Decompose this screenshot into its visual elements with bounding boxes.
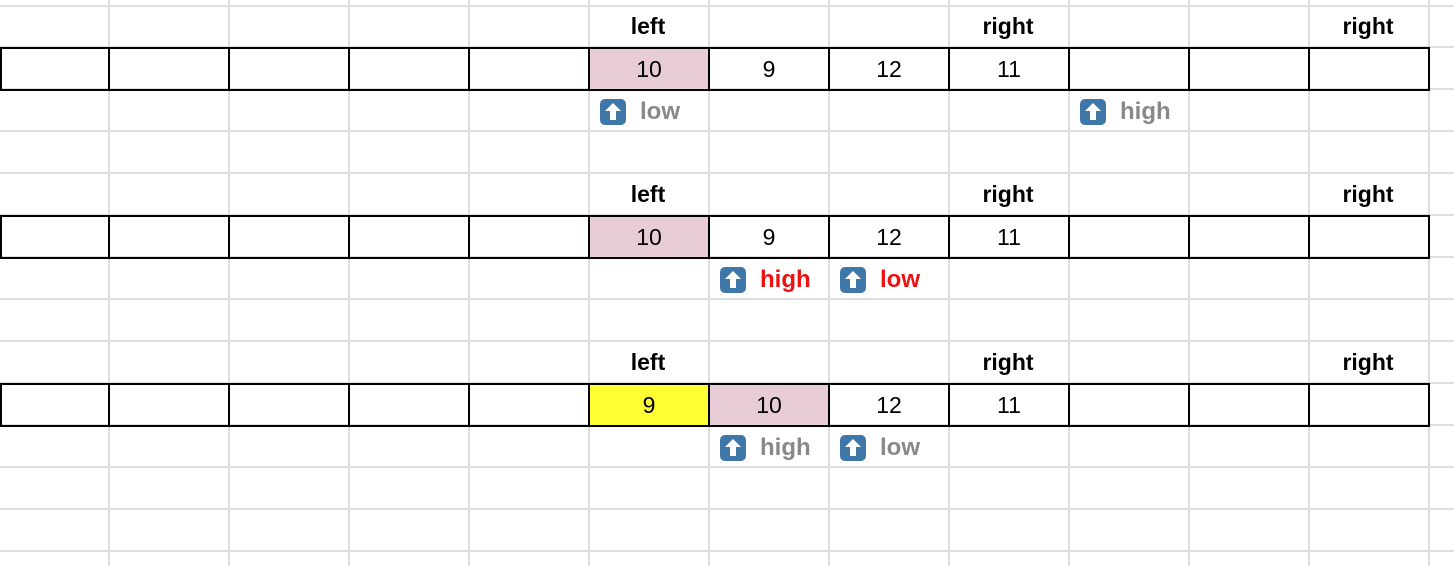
- array-cell-value[interactable]: 11: [948, 215, 1070, 259]
- array-cell-value[interactable]: 12: [828, 383, 950, 427]
- grid-column-line: [708, 0, 710, 566]
- array-cell-empty[interactable]: [1308, 383, 1430, 427]
- array-cell-empty[interactable]: [1308, 47, 1430, 91]
- pointer-label: high: [760, 434, 811, 461]
- array-cell-empty[interactable]: [0, 383, 110, 427]
- grid-column-line: [1068, 0, 1070, 566]
- array-cell-empty[interactable]: [468, 47, 590, 91]
- array-cell-value[interactable]: 10: [588, 215, 710, 259]
- up-arrow-icon: [600, 99, 640, 125]
- array-cell-empty[interactable]: [228, 47, 350, 91]
- pointer-high: high: [1080, 91, 1171, 133]
- up-arrow-icon: [840, 435, 880, 461]
- pointer-label: low: [880, 434, 920, 461]
- pointer-label: low: [640, 98, 680, 125]
- header-right: right: [982, 180, 1034, 207]
- grid-column-line: [1308, 0, 1310, 566]
- grid-column-line: [348, 0, 350, 566]
- pointer-label: low: [880, 266, 920, 293]
- array-cell-empty[interactable]: [108, 47, 230, 91]
- array-cell-value[interactable]: 11: [948, 383, 1070, 427]
- pointer-high: high: [720, 427, 811, 469]
- up-arrow-icon: [1080, 99, 1120, 125]
- grid-row-line: [0, 550, 1454, 552]
- array-cell-empty[interactable]: [348, 215, 470, 259]
- header-right: right: [982, 12, 1034, 39]
- up-arrow-icon: [720, 435, 760, 461]
- array-cell-empty[interactable]: [1188, 215, 1310, 259]
- header-left: left: [630, 180, 666, 207]
- grid-column-line: [228, 0, 230, 566]
- array-cell-empty[interactable]: [108, 215, 230, 259]
- pointer-low: low: [600, 91, 680, 133]
- array-cell-value[interactable]: 9: [708, 215, 830, 259]
- header-left: left: [630, 12, 666, 39]
- array-cell-empty[interactable]: [1308, 215, 1430, 259]
- pointer-low: low: [840, 259, 920, 301]
- array-cell-empty[interactable]: [348, 47, 470, 91]
- array-cell-empty[interactable]: [1068, 47, 1190, 91]
- grid-row-line: [0, 298, 1454, 300]
- up-arrow-icon: [720, 267, 760, 293]
- grid-column-line: [108, 0, 110, 566]
- header-left: left: [630, 348, 666, 375]
- array-cell-empty[interactable]: [468, 215, 590, 259]
- array-cell-empty[interactable]: [1188, 47, 1310, 91]
- array-cell-empty[interactable]: [1068, 215, 1190, 259]
- grid-row-line: [0, 130, 1454, 132]
- array-cell-empty[interactable]: [228, 215, 350, 259]
- array-cell-value[interactable]: 11: [948, 47, 1070, 91]
- array-cell-value[interactable]: 10: [588, 47, 710, 91]
- array-cell-value[interactable]: 9: [708, 47, 830, 91]
- array-cell-value[interactable]: 12: [828, 215, 950, 259]
- grid-column-line: [468, 0, 470, 566]
- pointer-label: high: [760, 266, 811, 293]
- up-arrow-icon: [840, 267, 880, 293]
- pointer-label: high: [1120, 98, 1171, 125]
- pointer-high: high: [720, 259, 811, 301]
- grid-column-line: [948, 0, 950, 566]
- array-cell-empty[interactable]: [1068, 383, 1190, 427]
- header-right: right: [982, 348, 1034, 375]
- header-right: right: [1342, 180, 1394, 207]
- grid-row-line: [0, 5, 1454, 7]
- array-cell-empty[interactable]: [108, 383, 230, 427]
- array-cell-empty[interactable]: [228, 383, 350, 427]
- grid-column-line: [1428, 0, 1430, 566]
- grid-row-line: [0, 340, 1454, 342]
- pointer-low: low: [840, 427, 920, 469]
- grid-column-line: [588, 0, 590, 566]
- grid-row-line: [0, 172, 1454, 174]
- array-cell-empty[interactable]: [0, 47, 110, 91]
- array-cell-empty[interactable]: [348, 383, 470, 427]
- grid-column-line: [828, 0, 830, 566]
- grid-column-line: [1188, 0, 1190, 566]
- grid-row-line: [0, 466, 1454, 468]
- array-cell-empty[interactable]: [468, 383, 590, 427]
- header-right: right: [1342, 12, 1394, 39]
- array-cell-value[interactable]: 9: [588, 383, 710, 427]
- array-cell-value[interactable]: 10: [708, 383, 830, 427]
- grid-row-line: [0, 508, 1454, 510]
- array-cell-empty[interactable]: [1188, 383, 1310, 427]
- array-cell-value[interactable]: 12: [828, 47, 950, 91]
- array-cell-empty[interactable]: [0, 215, 110, 259]
- header-right: right: [1342, 348, 1394, 375]
